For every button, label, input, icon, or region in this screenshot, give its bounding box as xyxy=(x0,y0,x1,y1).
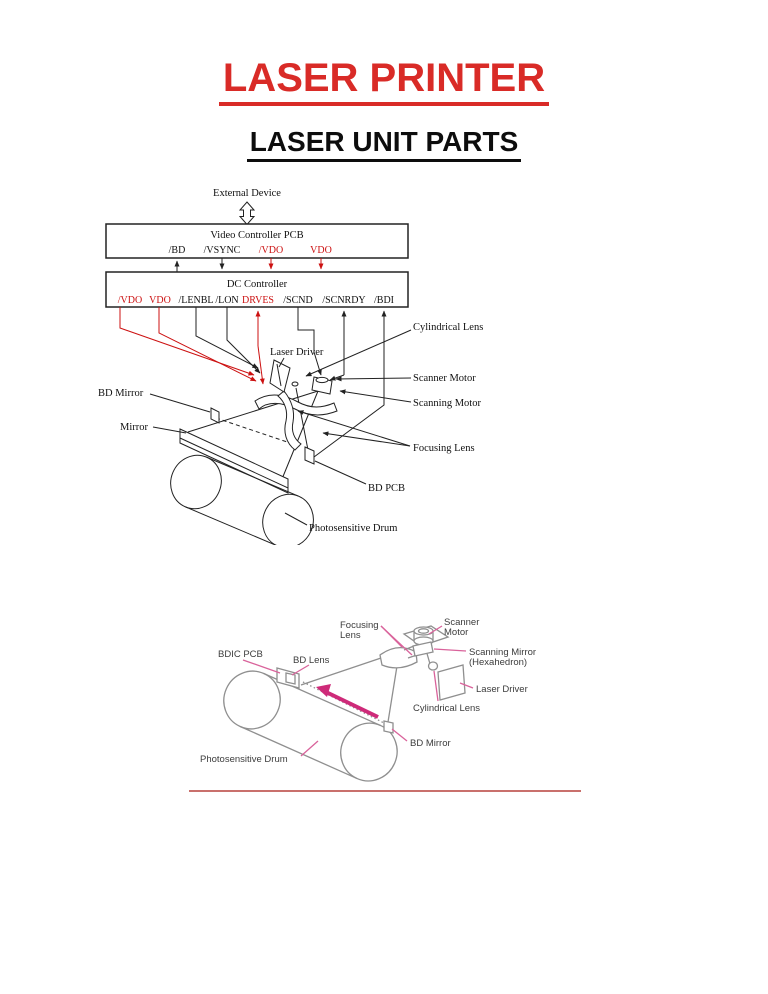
page-title: LASER PRINTER xyxy=(0,56,768,106)
signal-scnd: /SCND xyxy=(283,295,312,306)
mirror-label: Mirror xyxy=(120,422,148,433)
signal-vdo-n: /VDO xyxy=(259,245,283,256)
dc-output-wires xyxy=(119,307,387,458)
scanning-mirror-label-line2: (Hexahedron) xyxy=(469,657,527,668)
signal-lon: /LON xyxy=(215,295,238,306)
scanning-mirror-label-line1: Scanning Mirror xyxy=(469,647,536,658)
dc-controller-title: DC Controller xyxy=(227,279,288,290)
updown-arrow-icon xyxy=(238,201,256,226)
scanner-motor-label-line1: Scanner xyxy=(444,617,479,628)
bd-lens-label: BD Lens xyxy=(293,655,330,666)
cylindrical-lens-label: Cylindrical Lens xyxy=(413,322,483,333)
focusing-lens-label-line2: Lens xyxy=(340,630,361,641)
cylindrical-lens-label2: Cylindrical Lens xyxy=(413,703,480,714)
focusing-lens-label-line1: Focusing xyxy=(340,620,379,631)
scanner-motor-label-line2: Motor xyxy=(444,627,468,638)
video-controller-box xyxy=(105,223,409,259)
signal-scnrdy: /SCNRDY xyxy=(322,295,365,306)
signal-vsync: /VSYNC xyxy=(204,245,241,256)
laser-unit-signal-diagram: External Device Video Controller PCB /BD… xyxy=(98,188,483,545)
signal-drves: DRVES xyxy=(242,295,274,306)
page-subtitle: LASER UNIT PARTS xyxy=(0,126,768,162)
signal-bd: /BD xyxy=(169,245,186,256)
page-title-text: LASER PRINTER xyxy=(218,56,550,106)
external-device-label: External Device xyxy=(213,188,281,199)
signal-dc-vdo: VDO xyxy=(149,295,171,306)
diagram2-leaders xyxy=(242,625,474,757)
bd-mirror-label: BD Mirror xyxy=(98,388,144,399)
scanning-motor-label: Scanning Motor xyxy=(413,398,481,409)
laser-assembly-drawing xyxy=(170,359,338,545)
parts-shapes xyxy=(276,625,466,734)
page-subtitle-text: LASER UNIT PARTS xyxy=(246,126,522,162)
signal-lenbl: /LENBL xyxy=(179,295,214,306)
signal-dc-vdo-n: /VDO xyxy=(118,295,142,306)
laser-driver-label2: Laser Driver xyxy=(476,684,528,695)
scan-direction-arrow xyxy=(316,684,379,719)
interbox-arrows xyxy=(174,258,324,272)
photosensitive-drum-label2: Photosensitive Drum xyxy=(200,754,288,765)
bdic-pcb-label: BDIC PCB xyxy=(218,649,263,660)
scanner-motor-label: Scanner Motor xyxy=(413,373,476,384)
photosensitive-drum-label: Photosensitive Drum xyxy=(309,523,397,534)
bd-pcb-label: BD PCB xyxy=(368,483,405,494)
diagram1-part-labels: Laser Driver Cylindrical Lens Scanner Mo… xyxy=(98,322,483,534)
diagram2-part-labels: Focusing Lens Scanner Motor BDIC PCB BD … xyxy=(200,617,536,765)
bottom-divider-line xyxy=(189,790,581,792)
laser-unit-parts-diagram: Focusing Lens Scanner Motor BDIC PCB BD … xyxy=(200,617,536,782)
bd-mirror-label2: BD Mirror xyxy=(410,738,451,749)
signal-vdo: VDO xyxy=(310,245,332,256)
focusing-lens-label: Focusing Lens xyxy=(413,443,475,454)
video-controller-title: Video Controller PCB xyxy=(210,230,303,241)
signal-bdi: /BDI xyxy=(374,295,394,306)
drum-drawing xyxy=(223,670,398,782)
laser-driver-label: Laser Driver xyxy=(270,347,324,358)
dc-controller-box xyxy=(105,271,409,308)
